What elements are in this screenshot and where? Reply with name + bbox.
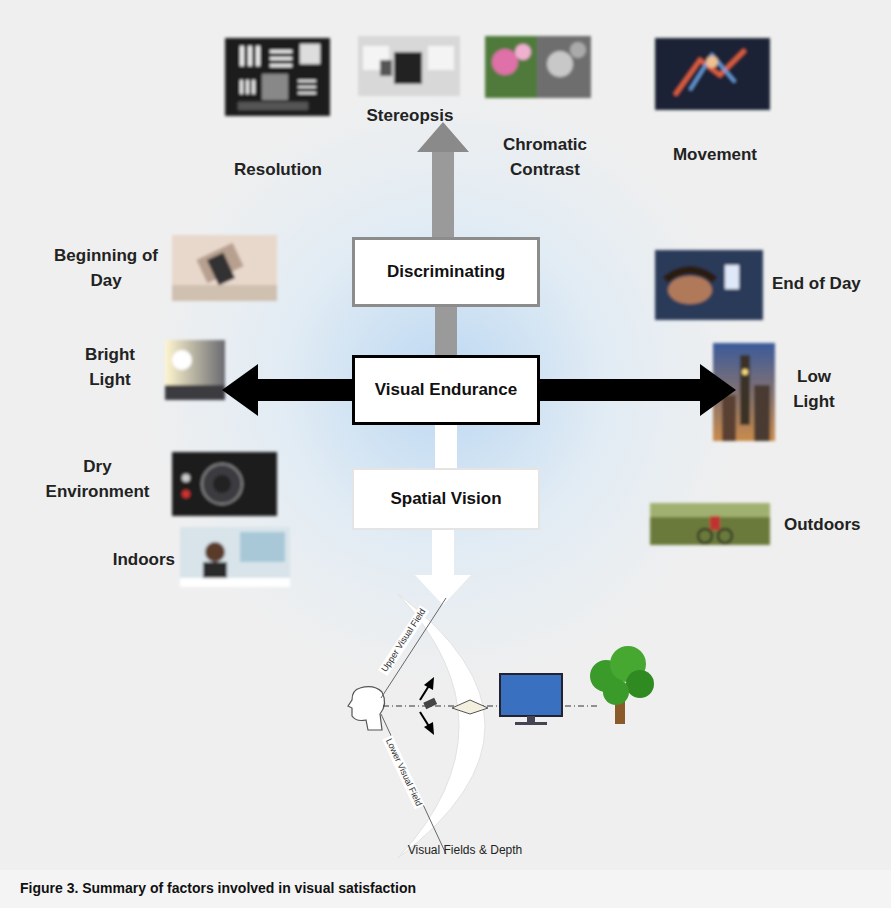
factor-label: Low Light (782, 365, 846, 414)
monitor-base (515, 722, 547, 725)
arrowhead (417, 122, 469, 152)
bright-light-photo (165, 340, 225, 400)
factor-label: Bright Light (70, 343, 150, 392)
tree-crown (603, 679, 629, 705)
monitor-icon (500, 674, 562, 716)
factor-label: Visual Fields & Depth (360, 842, 570, 859)
factor-label: Beginning of Day (45, 244, 167, 293)
movement-photo (655, 38, 770, 110)
indoors-photo (180, 527, 290, 587)
factor-label: Indoors (90, 548, 175, 573)
head-outline (348, 687, 385, 730)
car-dial-photo (172, 452, 277, 516)
field-line (381, 714, 446, 854)
line-of-sight (383, 706, 600, 707)
bedtime-phone-photo (655, 250, 763, 320)
box-label: Discriminating (377, 262, 515, 282)
factor-label: Dry Environment (30, 455, 165, 504)
stereopsis-pattern (358, 36, 460, 96)
box-label: Spatial Vision (380, 489, 511, 509)
phone-icon (423, 698, 437, 709)
discriminating-box: Discriminating (352, 237, 540, 307)
monitor-stand (527, 716, 535, 722)
arrow-shaft (432, 528, 454, 576)
tree-crown (626, 670, 654, 698)
cycling-photo (650, 503, 770, 545)
factor-label: Movement (655, 143, 775, 168)
caption-band (0, 870, 891, 908)
box-label: Visual Endurance (365, 380, 527, 400)
arrowhead (415, 575, 471, 605)
factor-label: Resolution (222, 158, 334, 183)
factor-label: Outdoors (784, 513, 879, 538)
spatial-vision-box: Spatial Vision (352, 468, 540, 530)
morning-phone-photo (172, 235, 277, 301)
arrow-shaft (432, 148, 454, 240)
resolution-chart (225, 38, 330, 116)
factor-label: End of Day (772, 272, 884, 297)
book-icon (452, 700, 488, 714)
small-arrow-head (424, 722, 434, 735)
factor-label: Chromatic Contrast (490, 133, 600, 182)
connector-bar (435, 307, 457, 355)
figure-caption: Figure 3. Summary of factors involved in… (20, 878, 416, 898)
small-arrow-head (424, 677, 434, 690)
glow (0, 0, 891, 870)
panel (0, 0, 891, 870)
factor-label: Stereopsis (355, 104, 465, 129)
connector-bar (435, 425, 457, 468)
chromatic-flowers (485, 36, 591, 98)
endurance-box: Visual Endurance (352, 355, 540, 425)
